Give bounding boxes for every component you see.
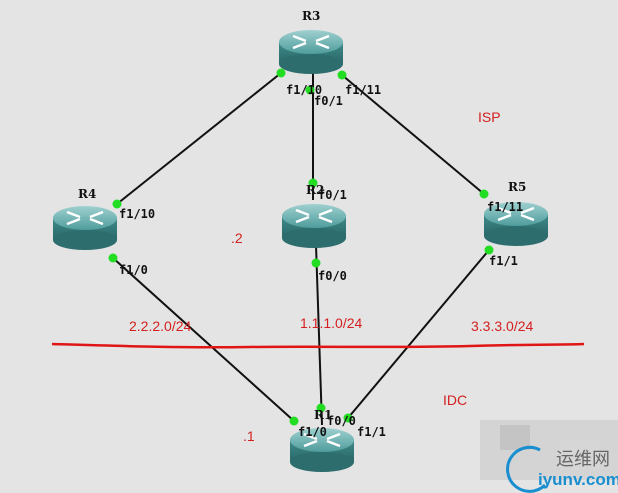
gateway-1-label: .1 bbox=[243, 428, 255, 444]
port-label: f1/1 bbox=[489, 254, 518, 268]
port-label: f1/0 bbox=[298, 425, 327, 439]
link-r3-r5[interactable] bbox=[341, 74, 485, 195]
port-dots bbox=[108, 68, 494, 426]
router-r2[interactable] bbox=[280, 202, 348, 250]
port-label: f1/1 bbox=[357, 425, 386, 439]
port-dot bbox=[112, 199, 122, 209]
router-r4[interactable] bbox=[51, 204, 119, 252]
link-r5-r1[interactable] bbox=[347, 249, 490, 419]
port-dot bbox=[479, 189, 489, 199]
watermark-site: iyunv.com bbox=[538, 470, 618, 489]
port-label: f1/10 bbox=[119, 207, 155, 221]
links bbox=[112, 70, 490, 426]
router-r3[interactable] bbox=[277, 28, 345, 76]
link-r4-r1[interactable] bbox=[112, 257, 295, 422]
router-name-r1: R1 bbox=[314, 408, 332, 422]
port-dot bbox=[276, 68, 286, 78]
port-label: f0/0 bbox=[327, 414, 356, 428]
port-label: f1/11 bbox=[487, 200, 523, 214]
port-dot bbox=[337, 70, 347, 80]
boundary-line bbox=[51, 342, 585, 349]
port-label: f1/10 bbox=[286, 83, 322, 97]
router-name-r2: R2 bbox=[306, 183, 324, 197]
link-r3-r4[interactable] bbox=[116, 72, 282, 205]
router-name-r3: R3 bbox=[302, 9, 320, 23]
port-dot bbox=[484, 245, 494, 255]
port-label: f0/1 bbox=[314, 94, 343, 108]
link-r2-r1[interactable] bbox=[315, 244, 323, 426]
port-dot bbox=[305, 85, 315, 95]
port-dot bbox=[289, 416, 299, 426]
router-name-r4: R4 bbox=[78, 187, 96, 201]
watermark: 运维网 iyunv.com bbox=[480, 420, 618, 493]
port-dot bbox=[343, 413, 353, 423]
network-mid-label: 1.1.1.0/24 bbox=[300, 315, 362, 331]
port-dot bbox=[316, 403, 326, 413]
watermark-logo-icon bbox=[506, 445, 547, 493]
port-label: f0/0 bbox=[318, 269, 347, 283]
gateway-2-label: .2 bbox=[231, 230, 243, 246]
port-dot bbox=[311, 258, 321, 268]
port-label: f1/11 bbox=[345, 83, 381, 97]
port-dot bbox=[308, 178, 318, 188]
isp-label: ISP bbox=[478, 109, 501, 125]
watermark-cn: 运维网 bbox=[556, 449, 610, 469]
port-label: f0/1 bbox=[318, 188, 347, 202]
port-dot bbox=[108, 253, 118, 263]
network-right-label: 3.3.3.0/24 bbox=[471, 318, 533, 334]
network-left-label: 2.2.2.0/24 bbox=[129, 318, 191, 334]
port-label: f1/0 bbox=[119, 263, 148, 277]
idc-label: IDC bbox=[443, 392, 467, 408]
router-name-r5: R5 bbox=[508, 180, 526, 194]
